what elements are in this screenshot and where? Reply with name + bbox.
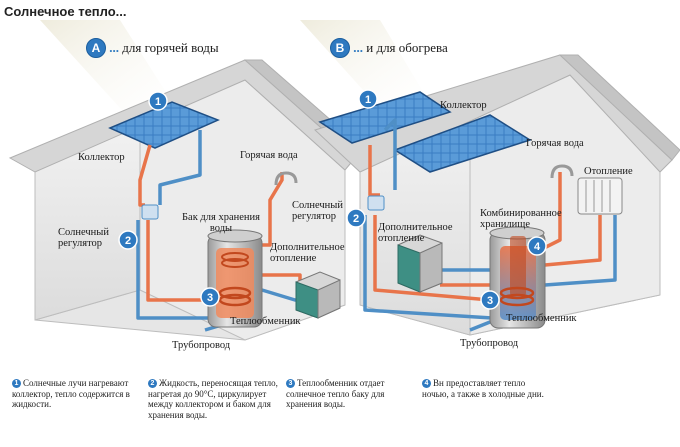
caption-2-number: 2 (148, 379, 157, 388)
badge-2-a: 2 (118, 230, 138, 250)
solar-regulator-a (141, 204, 159, 220)
label-hot-water-a: Горячая вода (240, 150, 298, 161)
label-heating-b: Отопление (584, 166, 633, 177)
label-combined-storage-b: Комбинированное хранилище (480, 208, 562, 230)
svg-text:3: 3 (487, 295, 493, 307)
caption-1-number: 1 (12, 379, 21, 388)
badge-3-b: 3 (480, 290, 500, 310)
svg-text:4: 4 (534, 241, 541, 253)
caption-2-text: Жидкость, переносящая тепло, нагретая до… (148, 378, 278, 420)
collector-panel-b-right (393, 114, 532, 173)
svg-text:2: 2 (125, 235, 131, 247)
label-extra-heating-b: Дополнительное отопление (378, 222, 453, 244)
svg-text:1: 1 (365, 94, 371, 106)
caption-4-text: Вн предоставляет тепло ночью, а также в … (422, 378, 544, 399)
pipes-b (363, 118, 617, 332)
section-a-header: A ... для горячей воды (86, 38, 219, 58)
section-b-text: и для обогрева (363, 40, 448, 55)
hot-water-tap-a (274, 171, 298, 186)
page-title: Солнечное тепло... (4, 4, 127, 19)
section-a-badge: A (86, 38, 106, 58)
badge-3-a: 3 (200, 287, 220, 307)
caption-4-number: 4 (422, 379, 431, 388)
svg-text:3: 3 (207, 292, 213, 304)
caption-3-text: Теплообменник отдает солнечное тепло бак… (286, 378, 385, 409)
combined-storage-b (489, 226, 546, 329)
label-heat-exchanger-a: Теплообменник (230, 316, 301, 327)
collector-panel-b-left (318, 91, 452, 144)
badge-1-b: 1 (358, 89, 378, 109)
label-solar-regulator-a2: Солнечный регулятор (292, 200, 343, 222)
label-hot-water-b: Горячая вода (526, 138, 584, 149)
svg-text:1: 1 (155, 96, 161, 108)
extra-heater-b (397, 234, 443, 293)
collector-panel-a (108, 101, 220, 149)
section-a-text: для горячей воды (119, 40, 219, 55)
label-solar-regulator-a: Солнечный регулятор (58, 227, 109, 249)
badge-2-b: 2 (346, 208, 366, 228)
storage-tank-a (207, 229, 263, 328)
badge-1-a: 1 (148, 91, 168, 111)
label-storage-tank-a: Бак для хранения воды (182, 212, 260, 234)
caption-1-text: Солнечные лучи нагревают коллектор, тепл… (12, 378, 130, 409)
caption-3-number: 3 (286, 379, 295, 388)
badges: 1 2 3 1 2 3 4 (118, 89, 547, 310)
section-b-header: B ... и для обогрева (330, 38, 448, 58)
label-heat-exchanger-b: Теплообменник (506, 313, 577, 324)
label-extra-heating-a: Дополнительное отопление (270, 242, 345, 264)
solar-regulator-b (367, 195, 385, 211)
section-b-badge: B (330, 38, 350, 58)
svg-text:2: 2 (353, 213, 359, 225)
badge-4-b: 4 (527, 236, 547, 256)
section-b-dots: ... (353, 40, 363, 55)
hot-water-tap-b (550, 164, 574, 179)
section-a-dots: ... (109, 40, 119, 55)
label-pipeline-b: Трубопровод (460, 338, 519, 349)
label-pipeline-a: Трубопровод (172, 340, 231, 351)
radiator-b (577, 177, 623, 215)
extra-heater-a (295, 271, 341, 319)
label-collector-b: Коллектор (440, 100, 487, 111)
label-collector-a: Коллектор (78, 152, 125, 163)
